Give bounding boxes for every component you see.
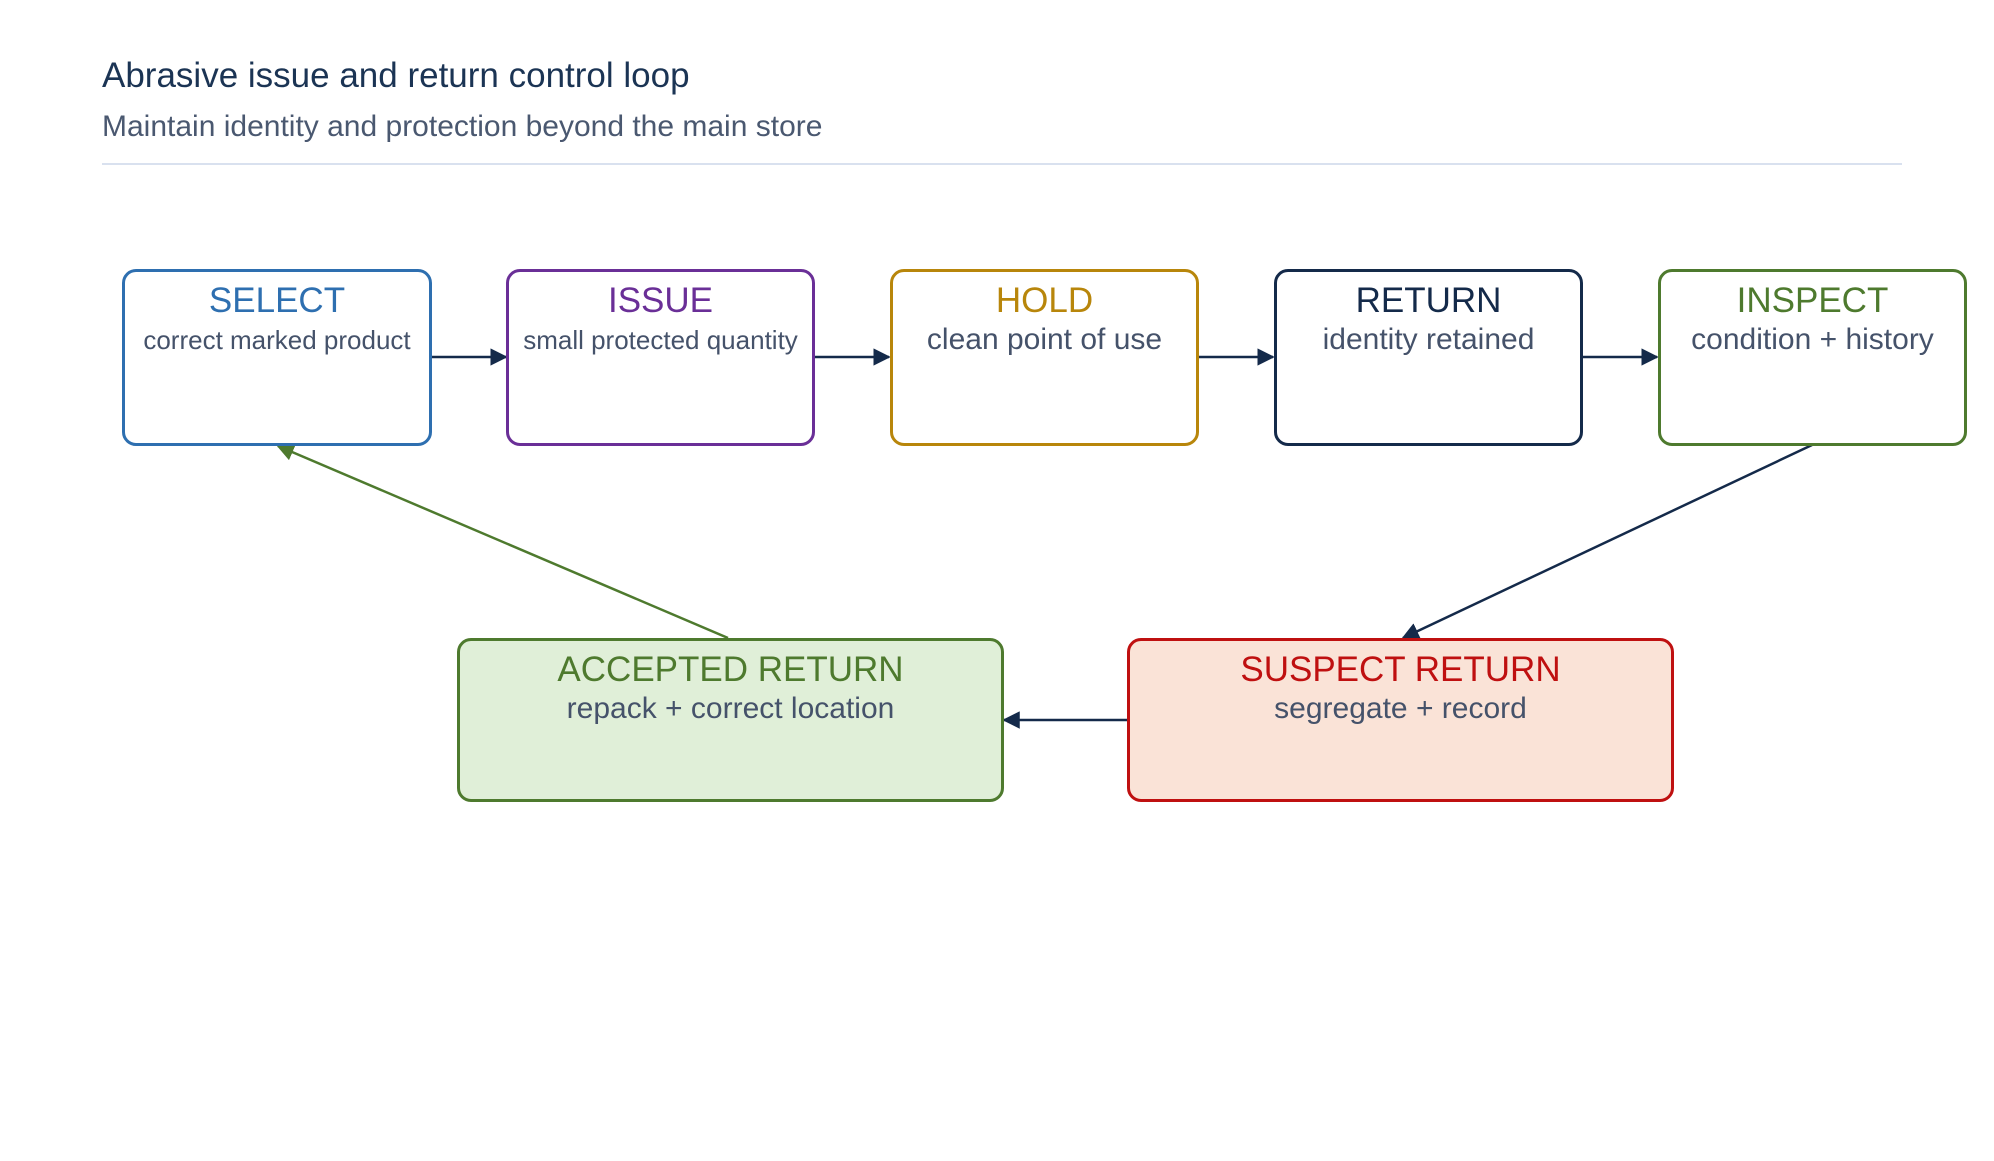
node-suspect-return-detail: segregate + record bbox=[1274, 692, 1527, 725]
arrow-inspect-to-suspect bbox=[1401, 443, 1813, 640]
node-select: SELECT correct marked product bbox=[122, 269, 432, 446]
diagram-title: Abrasive issue and return control loop bbox=[102, 56, 690, 95]
node-suspect-return: SUSPECT RETURN segregate + record bbox=[1127, 638, 1674, 802]
node-accepted-return-detail: repack + correct location bbox=[566, 692, 895, 725]
node-accepted-return-label: ACCEPTED RETURN bbox=[557, 650, 904, 689]
node-issue-label: ISSUE bbox=[607, 281, 714, 320]
node-hold-label: HOLD bbox=[995, 281, 1094, 320]
node-issue: ISSUE small protected quantity bbox=[506, 269, 815, 446]
node-inspect-label: INSPECT bbox=[1736, 281, 1889, 320]
node-inspect-detail: condition + history bbox=[1691, 323, 1934, 356]
title-divider bbox=[102, 163, 1902, 165]
node-hold-detail: clean point of use bbox=[926, 323, 1163, 356]
node-select-label: SELECT bbox=[208, 281, 346, 320]
node-select-detail: correct marked product bbox=[143, 325, 411, 355]
arrow-accepted-to-select bbox=[276, 444, 729, 640]
node-accepted-return: ACCEPTED RETURN repack + correct locatio… bbox=[457, 638, 1004, 802]
node-return: RETURN identity retained bbox=[1274, 269, 1583, 446]
diagram-subtitle: Maintain identity and protection beyond … bbox=[102, 110, 823, 143]
node-return-detail: identity retained bbox=[1322, 323, 1535, 356]
node-hold: HOLD clean point of use bbox=[890, 269, 1199, 446]
node-issue-detail: small protected quantity bbox=[523, 325, 798, 355]
node-inspect: INSPECT condition + history bbox=[1658, 269, 1967, 446]
node-return-label: RETURN bbox=[1355, 281, 1502, 320]
node-suspect-return-label: SUSPECT RETURN bbox=[1240, 650, 1561, 689]
